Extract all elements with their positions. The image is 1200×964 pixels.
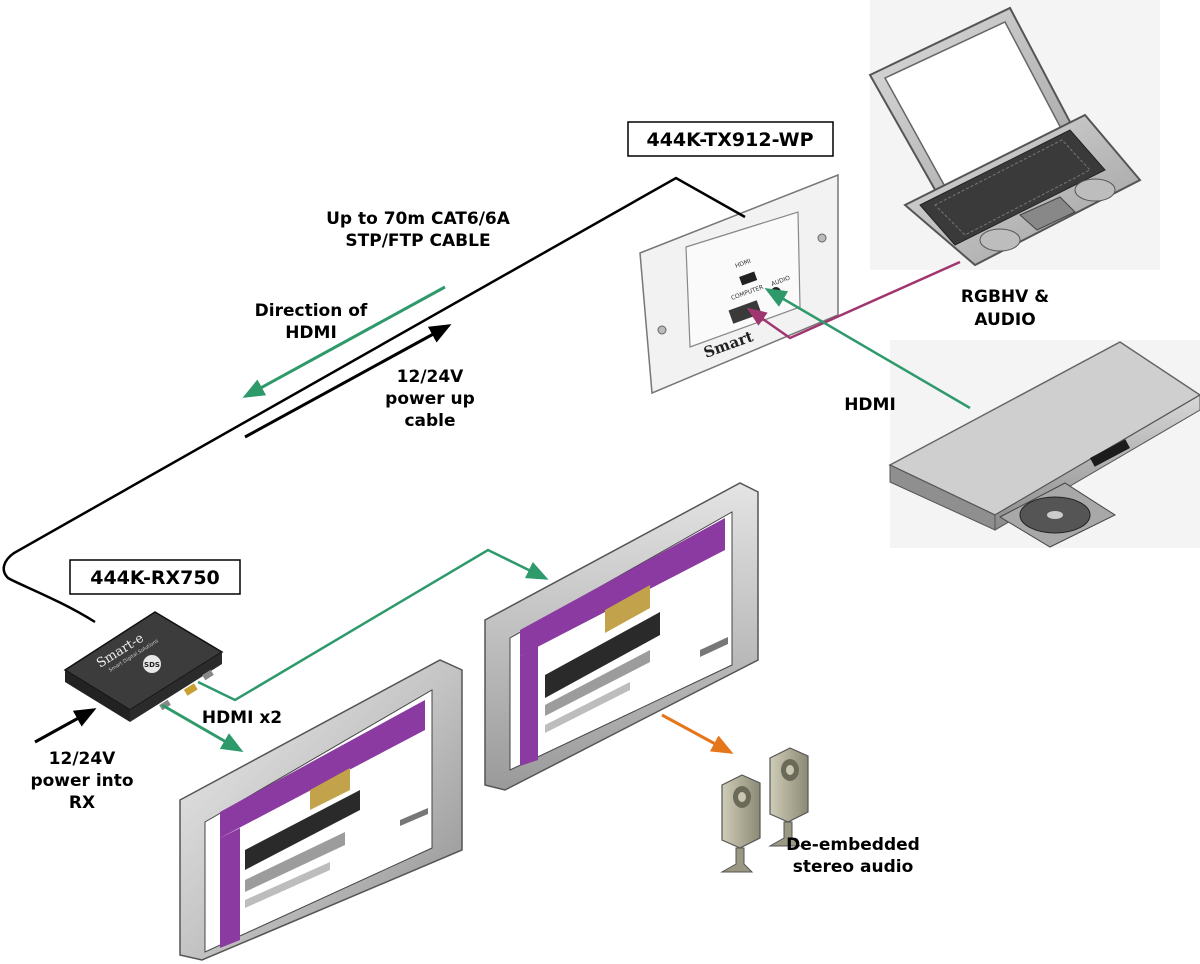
speaker-icon (768, 747, 809, 847)
rx-hdmi-port-icon (202, 669, 214, 681)
power-cable-label-line1: 12/24V (397, 367, 465, 387)
direction-label: Direction of HDMI (255, 301, 368, 343)
rx-model-box: 444K-RX750 (69, 559, 241, 595)
deembedded-label-line2: stereo audio (793, 857, 914, 877)
hdmi-out1-arrow (161, 703, 244, 752)
monitor-icon (484, 482, 759, 791)
rx-badge-label: SDS (144, 661, 160, 669)
tx-model-label: 444K-TX912-WP (646, 129, 813, 151)
cable-label: Up to 70m CAT6/6A STP/FTP CABLE (326, 209, 511, 251)
power-rx-label-line1: 12/24V (49, 749, 117, 769)
wall-plate-icon: HDMI COMPUTER AUDIO Smart (639, 173, 839, 395)
power-rx-label: 12/24V power into RX (30, 749, 133, 813)
hdmi-out2-line (197, 548, 549, 702)
hdmi-source-line (764, 287, 971, 410)
hdmi-x2-label: HDMI x2 (202, 708, 282, 728)
power-rx-label-line3: RX (69, 793, 95, 813)
power-into-rx-arrow (34, 708, 97, 744)
deembedded-label-line1: De-embedded (786, 835, 920, 855)
rgbhv-label-line1: RGBHV & (961, 287, 1049, 307)
rj45-port-icon (183, 683, 198, 696)
power-cable-label-line3: cable (404, 411, 455, 431)
monitor-icon (179, 659, 463, 961)
direction-label-line1: Direction of (255, 301, 368, 321)
speaker-icon (720, 774, 761, 873)
vga-port-icon (728, 300, 762, 324)
power-cable-label: 12/24V power up cable (385, 367, 475, 431)
hdmi-port-icon (739, 271, 758, 286)
cat6-cable-line (2, 176, 746, 624)
receiver-box-icon: Smart-e Smart Digital Solutions SDS (63, 611, 224, 722)
rgbhv-label-line2: AUDIO (974, 310, 1035, 330)
rgbhv-cable-line (746, 260, 961, 340)
power-up-arrow (244, 324, 452, 439)
hdmi-source-label: HDMI (844, 395, 896, 415)
rgbhv-label: RGBHV & AUDIO (961, 287, 1049, 330)
dvd-player-icon (888, 340, 1200, 548)
cable-label-line2: STP/FTP CABLE (345, 231, 490, 251)
power-cable-label-line2: power up (385, 389, 475, 409)
tx-model-box: 444K-TX912-WP (627, 121, 834, 157)
audio-arrow (661, 713, 734, 754)
cable-label-line1: Up to 70m CAT6/6A (326, 209, 511, 229)
deembedded-label: De-embedded stereo audio (786, 835, 920, 877)
laptop-icon (868, 0, 1160, 270)
rx-model-label: 444K-RX750 (90, 567, 220, 589)
hdmi-direction-arrow (242, 285, 446, 398)
direction-label-line2: HDMI (285, 323, 337, 343)
power-rx-label-line2: power into (30, 771, 133, 791)
sds-badge-icon (143, 655, 161, 673)
